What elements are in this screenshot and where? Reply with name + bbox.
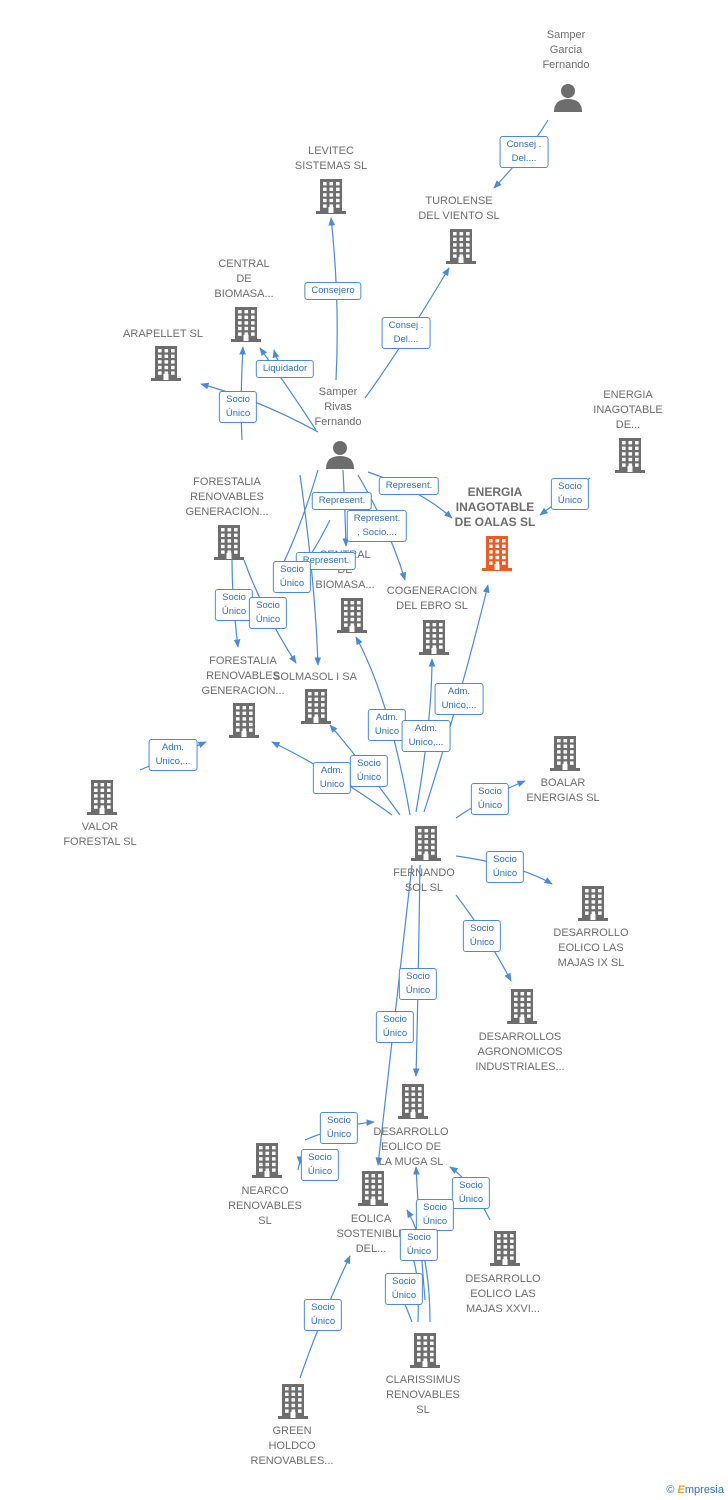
company-icon[interactable] <box>398 1084 428 1119</box>
brand-initial: E <box>677 1484 685 1496</box>
relationship-label[interactable]: Adm. Unico,... <box>401 720 451 752</box>
relationship-label[interactable]: Adm. Unico <box>367 709 407 741</box>
relationship-edge <box>200 382 319 433</box>
relationship-label[interactable]: Socio Único <box>272 561 312 593</box>
company-icon[interactable] <box>229 703 259 738</box>
copyright-symbol: © <box>666 1484 675 1496</box>
relationship-label[interactable]: Liquidador <box>255 360 315 378</box>
company-name[interactable]: DESARROLLO EOLICO DE LA MUGA SL <box>373 1126 449 1168</box>
company-icon[interactable] <box>301 689 331 724</box>
relationship-label[interactable]: Adm. Unico,... <box>434 683 484 715</box>
relationship-label[interactable]: Socio Único <box>218 391 258 423</box>
relationship-label[interactable]: Socio Único <box>300 1149 340 1181</box>
relationship-label[interactable]: Represent. <box>295 552 357 570</box>
company-name[interactable]: FORESTALIA RENOVABLES GENERACION... <box>185 476 269 518</box>
company-name[interactable]: BOALAR ENERGIAS SL <box>526 777 600 804</box>
relationship-label[interactable]: Consejero <box>304 282 362 300</box>
brand-name: mpresia <box>684 1484 724 1496</box>
relationship-label[interactable]: Socio Único <box>248 597 288 629</box>
relationship-label[interactable]: Socio Único <box>214 589 254 621</box>
company-icon[interactable] <box>316 179 346 214</box>
company-icon[interactable] <box>411 826 441 861</box>
company-name[interactable]: FERNANDO SOL SL <box>393 867 455 894</box>
company-name[interactable]: FORESTALIA RENOVABLES GENERACION... <box>201 655 285 697</box>
company-name[interactable]: EOLICA SOSTENIBLE DEL... <box>336 1213 406 1255</box>
company-name[interactable]: DESARROLLO EOLICO LAS MAJAS IX SL <box>553 927 629 969</box>
relationship-label[interactable]: Consej . Del.... <box>381 317 431 349</box>
company-name[interactable]: VALOR FORESTAL SL <box>63 821 137 848</box>
company-name[interactable]: ENERGIA INAGOTABLE DE OALAS SL <box>454 485 536 529</box>
relationship-label[interactable]: Socio Único <box>550 478 590 510</box>
company-name[interactable]: ENERGIA INAGOTABLE DE... <box>593 389 663 431</box>
relationship-label[interactable]: Socio Único <box>415 1199 455 1231</box>
relationship-label[interactable]: Socio Único <box>451 1177 491 1209</box>
company-name[interactable]: CLARISSIMUS RENOVABLES SL <box>385 1374 461 1416</box>
relationship-label[interactable]: Socio Único <box>349 755 389 787</box>
relationship-label[interactable]: Socio Único <box>399 1229 439 1261</box>
company-icon[interactable] <box>278 1384 308 1419</box>
company-name[interactable]: SOLMASOL I SA <box>273 671 357 683</box>
company-name[interactable]: NEARCO RENOVABLES SL <box>228 1185 302 1227</box>
company-name[interactable]: LEVITEC SISTEMAS SL <box>294 145 368 172</box>
company-icon[interactable] <box>550 736 580 771</box>
person-icon[interactable] <box>326 441 354 469</box>
company-icon[interactable] <box>358 1171 388 1206</box>
company-icon[interactable] <box>252 1143 282 1178</box>
company-name[interactable]: ARAPELLET SL <box>123 328 203 340</box>
person-icon[interactable] <box>554 84 582 112</box>
relationship-edge <box>259 347 317 431</box>
company-icon[interactable] <box>410 1333 440 1368</box>
relationship-label[interactable]: Socio Único <box>319 1112 359 1144</box>
relationship-edge <box>296 1156 304 1171</box>
company-icon[interactable] <box>87 780 117 815</box>
company-name[interactable]: DESARROLLOS AGRONOMICOS INDUSTRIALES... <box>475 1031 565 1073</box>
company-name[interactable]: TUROLENSE DEL VIENTO SL <box>418 195 500 222</box>
company-icon[interactable] <box>578 886 608 921</box>
relationship-label[interactable]: Adm. Unico,... <box>148 739 198 771</box>
company-icon[interactable] <box>507 989 537 1024</box>
company-icon[interactable] <box>615 438 645 473</box>
company-name[interactable]: DESARROLLO EOLICO LAS MAJAS XXVI... <box>465 1273 541 1315</box>
company-name[interactable]: GREEN HOLDCO RENOVABLES... <box>250 1425 334 1467</box>
empresia-watermark: © Empresia <box>666 1484 724 1496</box>
relationship-label[interactable]: Represent. , Socio.... <box>346 510 408 542</box>
relationship-label[interactable]: Represent. <box>378 477 440 495</box>
relationship-label[interactable]: Socio Único <box>384 1273 424 1305</box>
person-name[interactable]: Samper Rivas Fernando <box>314 386 362 428</box>
relationship-label[interactable]: Socio Único <box>398 968 438 1000</box>
company-icon[interactable] <box>231 307 261 342</box>
relationship-label[interactable]: Socio Único <box>470 783 510 815</box>
focal-company-icon[interactable] <box>482 536 512 571</box>
company-icon[interactable] <box>337 598 367 633</box>
relationship-label[interactable]: Consej . Del.... <box>499 136 549 168</box>
company-icon[interactable] <box>419 620 449 655</box>
relationship-label[interactable]: Socio Único <box>303 1299 343 1331</box>
company-icon[interactable] <box>446 229 476 264</box>
person-name[interactable]: Samper Garcia Fernando <box>542 29 590 71</box>
company-icon[interactable] <box>214 525 244 560</box>
relationship-edge <box>299 474 322 666</box>
company-icon[interactable] <box>151 346 181 381</box>
relationship-label[interactable]: Socio Único <box>375 1011 415 1043</box>
relationship-label[interactable]: Adm. Unico <box>312 762 352 794</box>
relationship-label[interactable]: Socio Único <box>462 920 502 952</box>
company-icon[interactable] <box>490 1231 520 1266</box>
company-name[interactable]: CENTRAL DE BIOMASA... <box>214 258 274 300</box>
company-name[interactable]: COGENERACION DEL EBRO SL <box>386 585 478 612</box>
relationship-label[interactable]: Represent. <box>311 492 373 510</box>
relationship-label[interactable]: Socio Único <box>485 851 525 883</box>
